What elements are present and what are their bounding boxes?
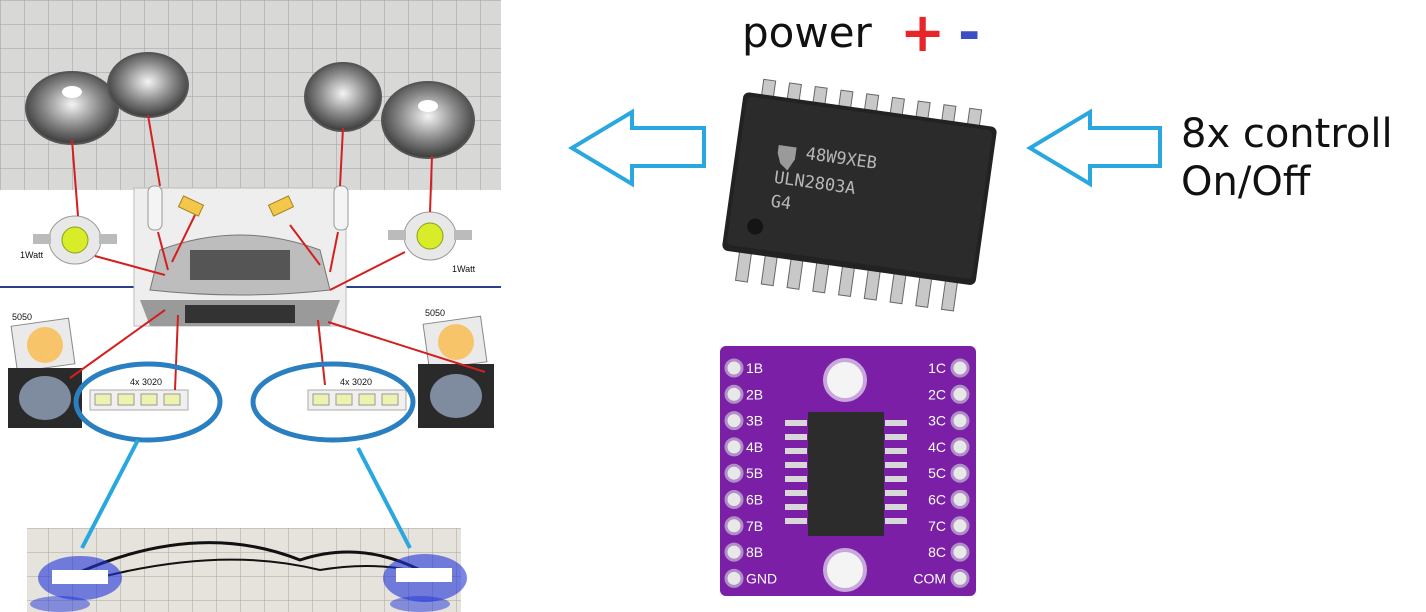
left-pin-label-1b: 1B (746, 360, 763, 376)
smd-3020-strip-left (89, 389, 189, 411)
lit-led-strip-right (383, 554, 467, 602)
plus-sign: + (900, 1, 946, 64)
left-pin-label-2b: 2B (746, 386, 763, 402)
smd-3020-strip-right (307, 389, 407, 411)
left-pad-4b (724, 437, 744, 457)
left-arrow-icon (568, 108, 706, 188)
right-pad-7c (950, 516, 970, 536)
right-pin-label-5c: 5C (928, 465, 946, 481)
lens-photo-right (418, 364, 494, 428)
board-pads-right: 1C 2C 3C 4C 5C 6C 7C 8C COM (913, 358, 970, 588)
strip-label-right: 4x 3020 (340, 377, 372, 387)
left-pin-label-7b: 7B (746, 518, 763, 534)
strip-label-left: 4x 3020 (130, 377, 162, 387)
led-wiring-collage: 1Watt 1Watt 5050 5050 4x 3020 4x 3020 (0, 0, 501, 612)
left-pin-label-4b: 4B (746, 439, 763, 455)
chip-marking-line-2: ULN2803A (773, 168, 857, 199)
control-description: 8x controll On/Off (1181, 110, 1393, 206)
smd-label-left: 5050 (12, 312, 32, 322)
right-pad-4c (950, 437, 970, 457)
left-pad-6b (724, 490, 744, 509)
right-pin-label-3c: 3C (928, 413, 946, 429)
highlight-ellipse-left (73, 361, 223, 443)
left-pad-2b (724, 384, 744, 404)
reflector-1 (25, 71, 119, 145)
right-pad-3c (950, 411, 970, 431)
right-pin-label-com: COM (913, 570, 946, 586)
right-input-arrow-icon (1026, 108, 1162, 188)
left-pin-label-8b: 8B (746, 544, 763, 560)
right-pad-com (950, 568, 970, 588)
reflector-4 (381, 81, 475, 159)
texas-instruments-logo-icon (777, 145, 797, 171)
right-pin-label-4c: 4C (928, 439, 946, 455)
one-watt-led-right (388, 211, 472, 261)
wiring-lines (69, 114, 486, 391)
left-pad-gnd (724, 568, 744, 588)
breakout-board: 1B 2B 3B 4B 5B 6B 7B 8B GND 1C 2C 3C 4C 5C 6C 7C 8C COM (720, 346, 976, 596)
left-pad-1b (724, 358, 744, 378)
left-pad-3b (724, 411, 744, 431)
left-pin-label-6b: 6B (746, 492, 763, 508)
left-pad-8b (724, 542, 744, 562)
highlight-ellipse-right (250, 361, 416, 443)
right-pad-6c (950, 490, 970, 509)
watt-label-right: 1Watt (452, 264, 476, 274)
one-watt-led-left (33, 215, 117, 265)
board-ic (808, 412, 884, 536)
watt-label-left: 1Watt (20, 250, 44, 260)
smd-5050-led-left (10, 317, 76, 373)
minus-sign: - (958, 1, 981, 64)
control-line-2: On/Off (1181, 159, 1311, 205)
left-pin-label-gnd: GND (746, 570, 777, 586)
right-pad-8c (950, 542, 970, 562)
left-pin-label-5b: 5B (746, 465, 763, 481)
car-front-photo (133, 187, 347, 327)
control-line-1: 8x controll (1181, 111, 1393, 157)
right-pin-label-8c: 8C (928, 544, 946, 560)
right-pin-label-2c: 2C (928, 386, 946, 402)
lens-photo-left (8, 368, 82, 428)
reflector-3 (304, 62, 382, 132)
right-pad-1c (950, 358, 970, 378)
uln2803a-chip: 48W9XEB ULN2803A G4 (722, 78, 997, 312)
mount-hole-top (823, 358, 867, 402)
chip-marking-line-1: 48W9XEB (804, 144, 878, 174)
left-pin-label-3b: 3B (746, 413, 763, 429)
lit-led-strip-left (38, 556, 122, 600)
smd-label-right: 5050 (425, 308, 445, 318)
left-pad-7b (724, 516, 744, 536)
right-pin-label-6c: 6C (928, 492, 946, 508)
right-pad-5c (950, 463, 970, 483)
mount-hole-bottom (823, 548, 867, 592)
right-pin-label-1c: 1C (928, 360, 946, 376)
reflector-2 (107, 52, 189, 118)
power-label: power (742, 8, 872, 57)
left-pad-5b (724, 463, 744, 483)
board-pads-left: 1B 2B 3B 4B 5B 6B 7B 8B GND (724, 358, 777, 588)
chip-marking-line-3: G4 (769, 192, 792, 215)
right-pad-2c (950, 384, 970, 404)
right-pin-label-7c: 7C (928, 518, 946, 534)
